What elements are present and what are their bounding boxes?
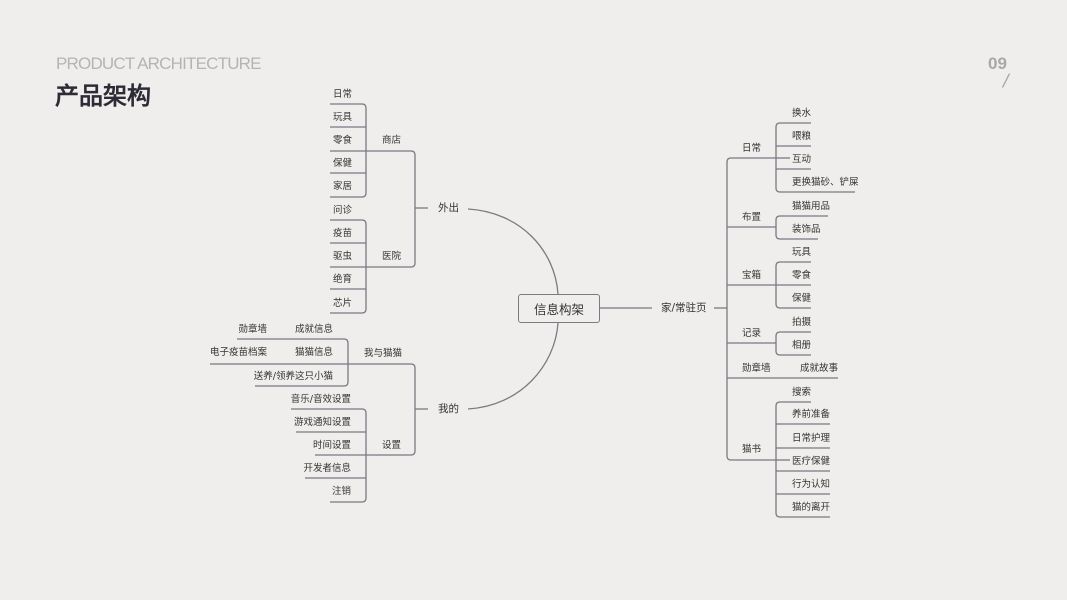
settings-item: 注销 [331, 486, 351, 497]
node-shop: 商店 [382, 135, 402, 146]
shop-item: 家居 [333, 181, 353, 192]
home-group: 记录 [742, 328, 762, 339]
home-group-item: 零食 [792, 270, 812, 281]
hospital-item: 芯片 [333, 298, 353, 309]
mine-bracket [210, 363, 416, 456]
my-cat-item: 成就信息 [294, 324, 333, 335]
settings-item: 时间设置 [312, 440, 351, 451]
hospital-item: 绝育 [333, 274, 353, 285]
home-group-item: 保健 [792, 293, 812, 304]
my-cat-subitem: 电子疫苗档案 [209, 347, 267, 358]
out-bracket [330, 150, 416, 268]
my-cat-item: 猫猫信息 [294, 347, 333, 358]
shop-item: 零食 [333, 135, 353, 146]
home-group-item: 装饰品 [792, 224, 821, 235]
home-group-item: 医疗保健 [792, 456, 831, 467]
home-group: 勋章墙 [742, 363, 771, 374]
settings-bracket [291, 408, 367, 503]
curve-to-mine [467, 322, 559, 410]
page-subtitle: PRODUCT ARCHITECTURE [56, 54, 262, 73]
home-group: 日常 [742, 143, 762, 154]
home-group: 布置 [742, 212, 762, 223]
my-cat-item: 送养/领养这只小猫 [253, 371, 333, 382]
home-group-item: 成就故事 [800, 363, 839, 374]
my-cat-bracket [237, 338, 349, 387]
home-group-item: 更换猫砂、铲屎 [792, 177, 859, 188]
my-cat-subitem: 勋章墙 [238, 324, 267, 335]
shop-bracket [330, 103, 367, 198]
home-group-item: 互动 [792, 154, 812, 165]
page-number-slash: / [1003, 71, 1009, 91]
home-group-item: 猫的离开 [792, 502, 831, 513]
group-bracket [775, 331, 811, 356]
group-bracket [775, 215, 828, 240]
shop-item: 玩具 [333, 112, 353, 123]
shop-item: 日常 [333, 89, 353, 100]
node-my-cat: 我与猫猫 [364, 348, 403, 359]
curve-to-out [467, 208, 559, 295]
settings-item: 开发者信息 [303, 463, 351, 474]
page-title: 产品架构 [55, 82, 151, 110]
home-group-item: 玩具 [792, 247, 812, 258]
home-group-item: 换水 [792, 108, 812, 119]
home-group-item: 猫猫用品 [792, 201, 831, 212]
home-group-item: 喂粮 [792, 131, 812, 142]
home-group: 宝箱 [742, 270, 762, 281]
hospital-item: 疫苗 [333, 228, 353, 239]
node-settings: 设置 [382, 440, 402, 451]
settings-item: 音乐/音效设置 [290, 394, 351, 405]
home-group-item: 拍摄 [792, 317, 812, 328]
node-home: 家/常驻页 [661, 302, 707, 314]
home-group-item: 相册 [792, 340, 812, 351]
node-mine: 我的 [438, 403, 459, 415]
page-number: 09 [988, 54, 1007, 73]
hospital-item: 问诊 [333, 205, 353, 216]
home-group: 猫书 [742, 444, 762, 455]
root-node: 信息构架 [518, 294, 600, 323]
hospital-bracket [330, 219, 367, 314]
home-group-item: 行为认知 [792, 479, 831, 490]
home-group-item: 养前准备 [792, 409, 831, 420]
home-group-item: 日常护理 [792, 433, 831, 444]
home-group-item: 搜索 [792, 387, 812, 398]
node-out: 外出 [438, 202, 459, 214]
node-hospital: 医院 [382, 251, 402, 262]
shop-item: 保健 [333, 158, 353, 169]
settings-item: 游戏通知设置 [293, 417, 351, 428]
hospital-item: 驱虫 [333, 251, 353, 262]
home-trunk [726, 157, 776, 461]
